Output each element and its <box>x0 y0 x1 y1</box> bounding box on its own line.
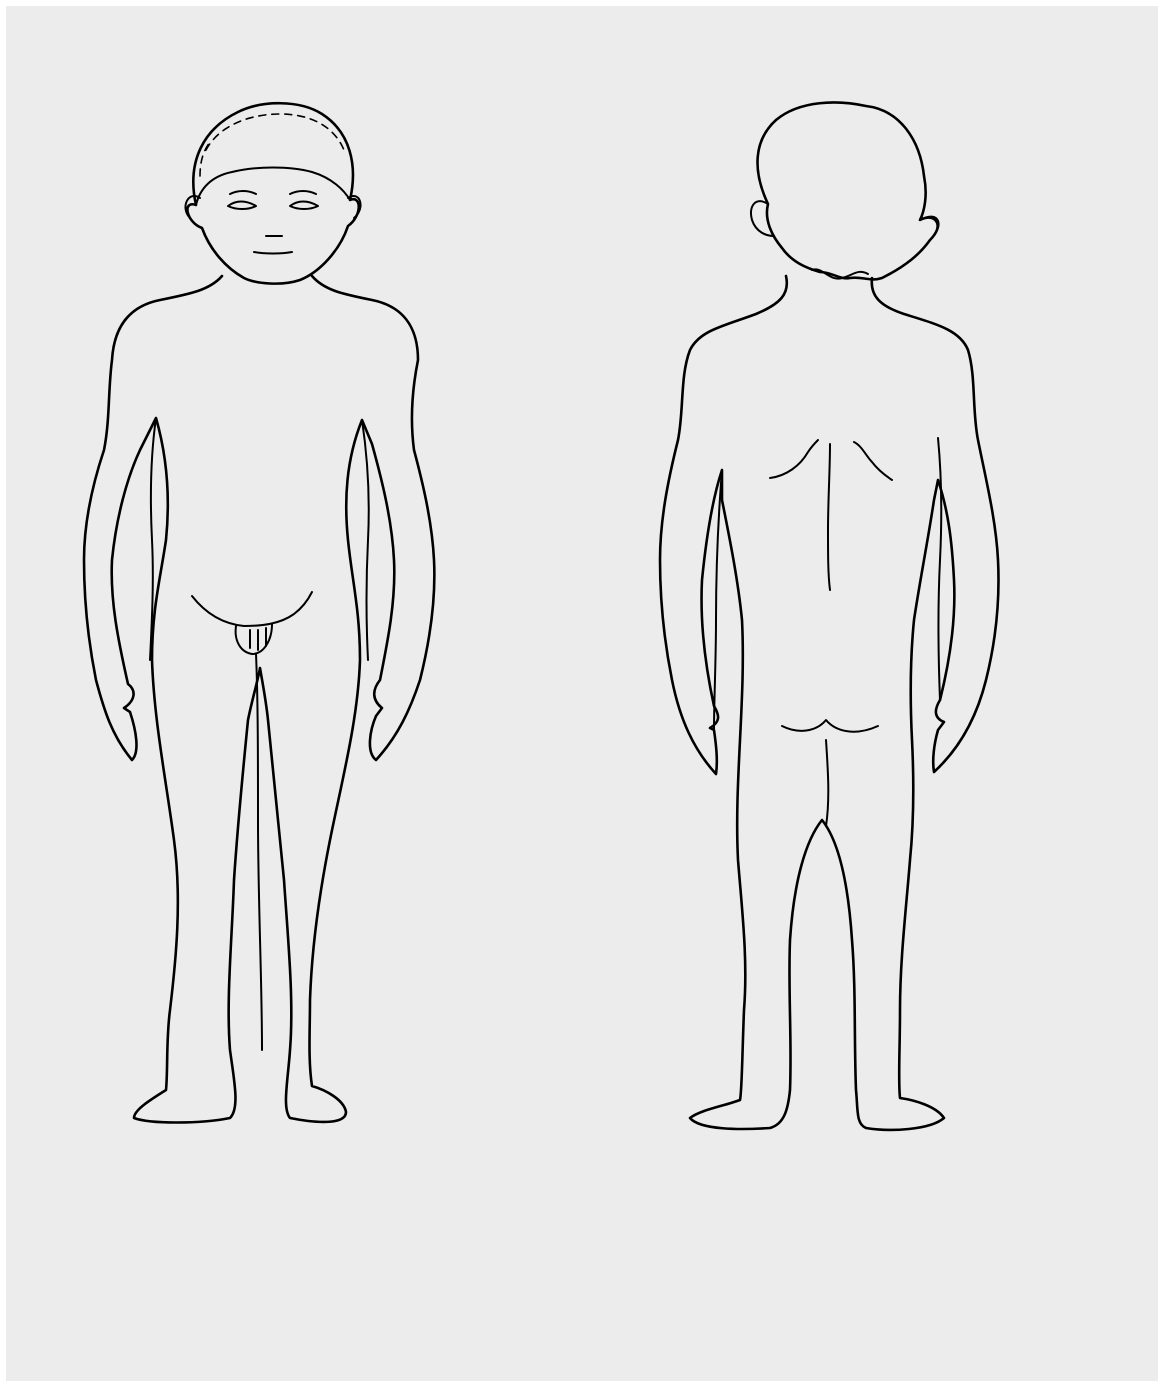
back-gluteal-cleft <box>826 740 828 826</box>
back-inner-arm-left <box>714 470 722 730</box>
body-diagram-svg <box>6 6 1158 1381</box>
back-ear-right <box>920 218 937 232</box>
body-diagram-canvas <box>6 6 1158 1381</box>
back-shoulder-blade-left <box>770 440 818 478</box>
front-head <box>187 103 358 283</box>
front-groin-line <box>192 592 312 626</box>
front-body-contour <box>84 276 434 1123</box>
front-brow-left <box>230 191 256 194</box>
back-head <box>758 103 939 280</box>
front-eye-left <box>228 202 256 210</box>
body-back-outline-icon <box>660 103 999 1130</box>
back-spine <box>828 444 830 590</box>
back-inner-arm-right <box>938 438 941 700</box>
front-leg-split <box>256 654 262 1050</box>
front-mouth <box>254 252 292 254</box>
front-brow-right <box>290 191 316 194</box>
front-genital-detail <box>250 628 266 650</box>
back-body-contour <box>660 276 999 1130</box>
back-buttocks-line <box>782 720 878 732</box>
front-eye-right <box>290 202 318 210</box>
body-front-outline-icon <box>84 103 434 1122</box>
front-inner-arm-right <box>362 420 369 660</box>
front-hairline <box>196 168 350 206</box>
back-shoulder-blade-right <box>854 442 892 480</box>
